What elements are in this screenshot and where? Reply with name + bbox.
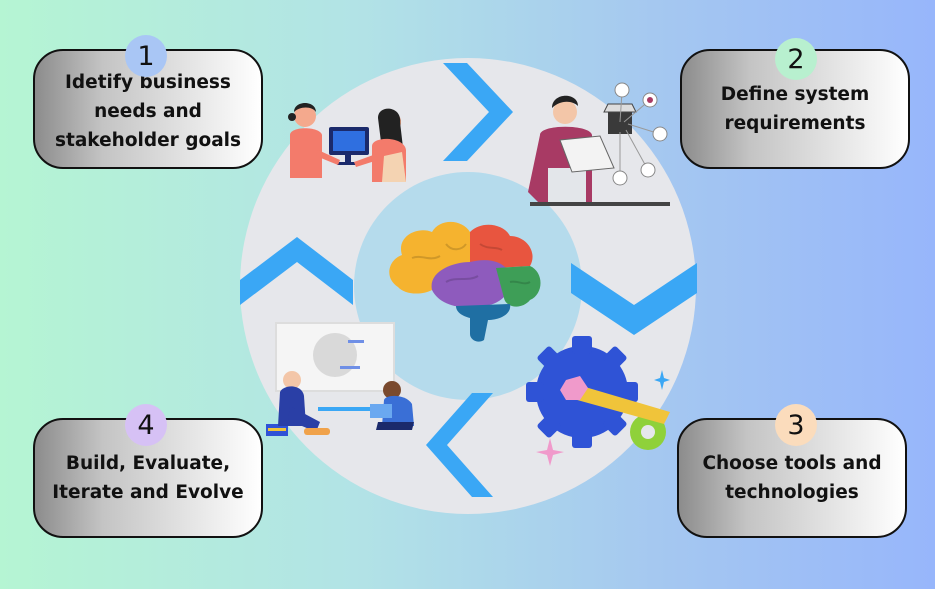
step-3-number: 3: [787, 409, 805, 441]
step-1-label: Idetify business needs and stakeholder g…: [54, 71, 242, 151]
step-2-label: Define system requirements: [720, 84, 870, 134]
arrow-right-chevron-icon: [571, 263, 697, 335]
people-computer-illustration: [266, 322, 414, 436]
meeting-people-illustration: [288, 103, 406, 182]
gear-wrench-illustration: [526, 336, 670, 466]
arrow-left-chevron-icon: [240, 237, 353, 305]
step-3-label: Choose tools and technologies: [702, 453, 882, 503]
step-1-number-badge: 1: [125, 35, 167, 77]
step-2-number: 2: [787, 43, 805, 75]
arrow-top-chevron-icon: [443, 63, 513, 161]
step-3-number-badge: 3: [775, 404, 817, 446]
step-1-box: Idetify business needs and stakeholder g…: [33, 49, 263, 169]
step-2-number-badge: 2: [775, 38, 817, 80]
presenter-requirements-illustration: [528, 82, 670, 206]
step-4-number-badge: 4: [125, 404, 167, 446]
step-4-label: Build, Evaluate, Iterate and Evolve: [52, 453, 244, 503]
arrow-bottom-chevron-icon: [426, 393, 493, 497]
step-1-number: 1: [137, 40, 155, 72]
brain-icon: [389, 221, 541, 342]
step-4-number: 4: [137, 409, 155, 441]
